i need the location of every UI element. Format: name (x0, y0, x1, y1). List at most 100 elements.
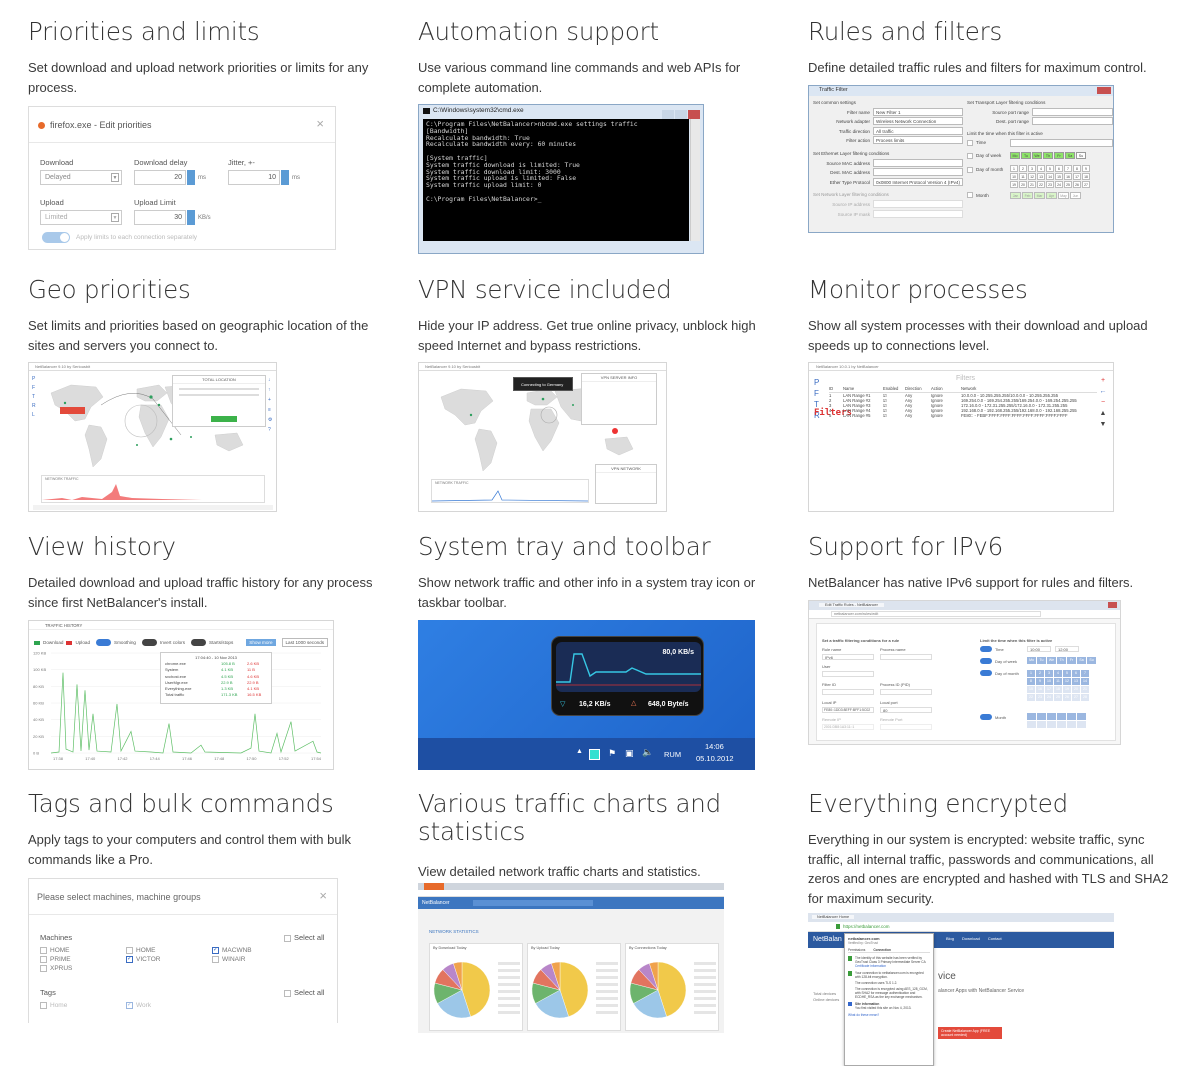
day-of-month-cell[interactable]: 19 (1063, 686, 1071, 693)
day-of-month-cell[interactable]: 18 (1054, 686, 1062, 693)
direction-select[interactable]: All traffic (873, 126, 963, 135)
sidebar-icon[interactable]: T (32, 394, 36, 400)
day-of-month-cell[interactable]: 8 (1027, 678, 1035, 685)
toolbar-icon[interactable]: ⚙ (268, 417, 273, 423)
day-month-checkbox[interactable] (967, 166, 973, 173)
rule-name-input[interactable]: IPv6 (822, 654, 874, 660)
month-cell[interactable] (1057, 721, 1066, 728)
day-of-month-cell[interactable]: 20 (1072, 686, 1080, 693)
up-icon[interactable]: ▲ (1099, 410, 1107, 417)
network-icon[interactable]: ▣ (625, 748, 634, 758)
add-icon[interactable]: + (1100, 377, 1106, 384)
month-cell[interactable]: Jun (1070, 191, 1081, 199)
upload-select[interactable]: Limited▼ (40, 210, 122, 225)
day-of-month-cell[interactable]: 3 (1028, 164, 1036, 172)
nav-bar[interactable] (473, 900, 593, 906)
column-header[interactable]: Name (843, 386, 855, 391)
day-of-month-cell[interactable]: 2 (1036, 670, 1044, 677)
month-cell[interactable] (1067, 721, 1076, 728)
day-of-month-cell[interactable]: 21 (1028, 180, 1036, 188)
filter-id-input[interactable] (822, 689, 874, 695)
column-header[interactable]: ID (829, 386, 834, 391)
day-of-month-cell[interactable]: 20 (1019, 180, 1027, 188)
adapter-select[interactable]: Wireless Network Connection (873, 117, 963, 126)
range-select[interactable]: Last 1000 seconds (281, 638, 329, 647)
machine-checkbox[interactable]: ✓ (126, 956, 133, 964)
language-indicator[interactable]: RUM (664, 750, 682, 759)
day-of-month-cell[interactable]: 8 (1073, 164, 1081, 172)
apply-toggle[interactable] (42, 232, 70, 243)
time-to-input[interactable]: 12:00 (1055, 646, 1079, 652)
smoothing-toggle[interactable] (96, 639, 111, 646)
day-cell[interactable]: Mo (1010, 152, 1020, 160)
filters-tab[interactable]: Filters (814, 408, 852, 418)
show-more-button[interactable]: Show more (246, 639, 276, 646)
day-of-month-cell[interactable]: 11 (1054, 678, 1062, 685)
toolbar-icon[interactable]: ? (268, 427, 271, 433)
download-delay-input[interactable]: 20 (134, 170, 186, 185)
toolbar-icon[interactable]: ↑ (268, 387, 271, 393)
source-mac-input[interactable] (873, 158, 963, 167)
select-all-machines[interactable]: Select all (284, 933, 324, 942)
remote-ip-input[interactable]: 2001:DB8:1A3:11::1 (822, 724, 874, 730)
day-of-month-cell[interactable]: 19 (1010, 180, 1018, 188)
month-checkbox[interactable] (967, 192, 973, 199)
sidebar-icon-2[interactable]: F (814, 389, 819, 398)
day-of-month-cell[interactable]: 4 (1054, 670, 1062, 677)
day-of-month-cell[interactable]: 2 (1019, 164, 1027, 172)
jitter-stepper[interactable] (281, 170, 289, 185)
select-all-tags[interactable]: Select all (284, 988, 324, 997)
day-of-month-cell[interactable]: 26 (1063, 694, 1071, 701)
address-bar[interactable]: https://netbalancer.com (843, 924, 890, 929)
day-cell[interactable]: Fr (1054, 152, 1064, 160)
nav-link[interactable]: Contact (987, 936, 1002, 941)
user-input[interactable] (822, 671, 874, 677)
sidebar-icon[interactable]: F (32, 385, 36, 391)
apply-button[interactable] (211, 416, 237, 422)
month-cell[interactable]: May (1058, 191, 1069, 199)
month-cell[interactable] (1077, 713, 1086, 720)
day-of-month-cell[interactable]: 14 (1081, 678, 1089, 685)
column-header[interactable]: Network (961, 386, 977, 391)
day-of-month-cell[interactable]: 10 (1045, 678, 1053, 685)
day-of-month-cell[interactable]: 7 (1064, 164, 1072, 172)
sidebar-icon-4[interactable]: R (814, 411, 820, 420)
machine-item[interactable]: HOME (40, 947, 126, 954)
day-cell[interactable]: Sa (1077, 657, 1086, 664)
day-cell[interactable]: Sa (1065, 152, 1075, 160)
day-of-month-cell[interactable]: 27 (1082, 180, 1090, 188)
local-port-input[interactable]: 80 (880, 707, 932, 713)
day-of-month-cell[interactable]: 7 (1081, 670, 1089, 677)
toolbar-icon[interactable]: ≡ (268, 407, 271, 413)
tray-traffic-icon[interactable] (589, 749, 600, 760)
cert-link[interactable]: Certificate information (855, 964, 887, 968)
toolbar-icon[interactable]: ↓ (268, 377, 271, 383)
day-of-month-cell[interactable]: 22 (1037, 180, 1045, 188)
download-delay-stepper[interactable] (187, 170, 195, 185)
window-controls[interactable] (662, 106, 700, 119)
day-of-month-cell[interactable]: 1 (1027, 670, 1035, 677)
day-of-month-cell[interactable]: 14 (1046, 172, 1054, 180)
machine-item[interactable]: WINAIR (212, 956, 298, 963)
day-of-month-cell[interactable]: 9 (1082, 164, 1090, 172)
day-of-month-cell[interactable]: 21 (1081, 686, 1089, 693)
remove-icon[interactable]: − (1100, 399, 1106, 406)
action-select[interactable]: Process limits (873, 136, 963, 145)
sidebar-icon-3[interactable]: T (814, 400, 819, 409)
day-week-checkbox[interactable] (967, 152, 973, 159)
day-cell[interactable]: Tu (1021, 152, 1031, 160)
close-icon[interactable]: × (316, 116, 324, 131)
remote-port-input[interactable] (880, 724, 932, 730)
month-cell[interactable] (1037, 721, 1046, 728)
month-cell[interactable] (1067, 713, 1076, 720)
local-ip-input[interactable]: FE80::1DD3:8EFF:BFF1:5C02 (822, 707, 874, 713)
machine-checkbox[interactable] (40, 965, 47, 973)
down-icon[interactable]: ▼ (1099, 421, 1107, 428)
month-cell[interactable] (1047, 721, 1056, 728)
time-from-input[interactable]: 10:00 (1027, 646, 1051, 652)
machine-item[interactable]: PRIME (40, 956, 126, 963)
